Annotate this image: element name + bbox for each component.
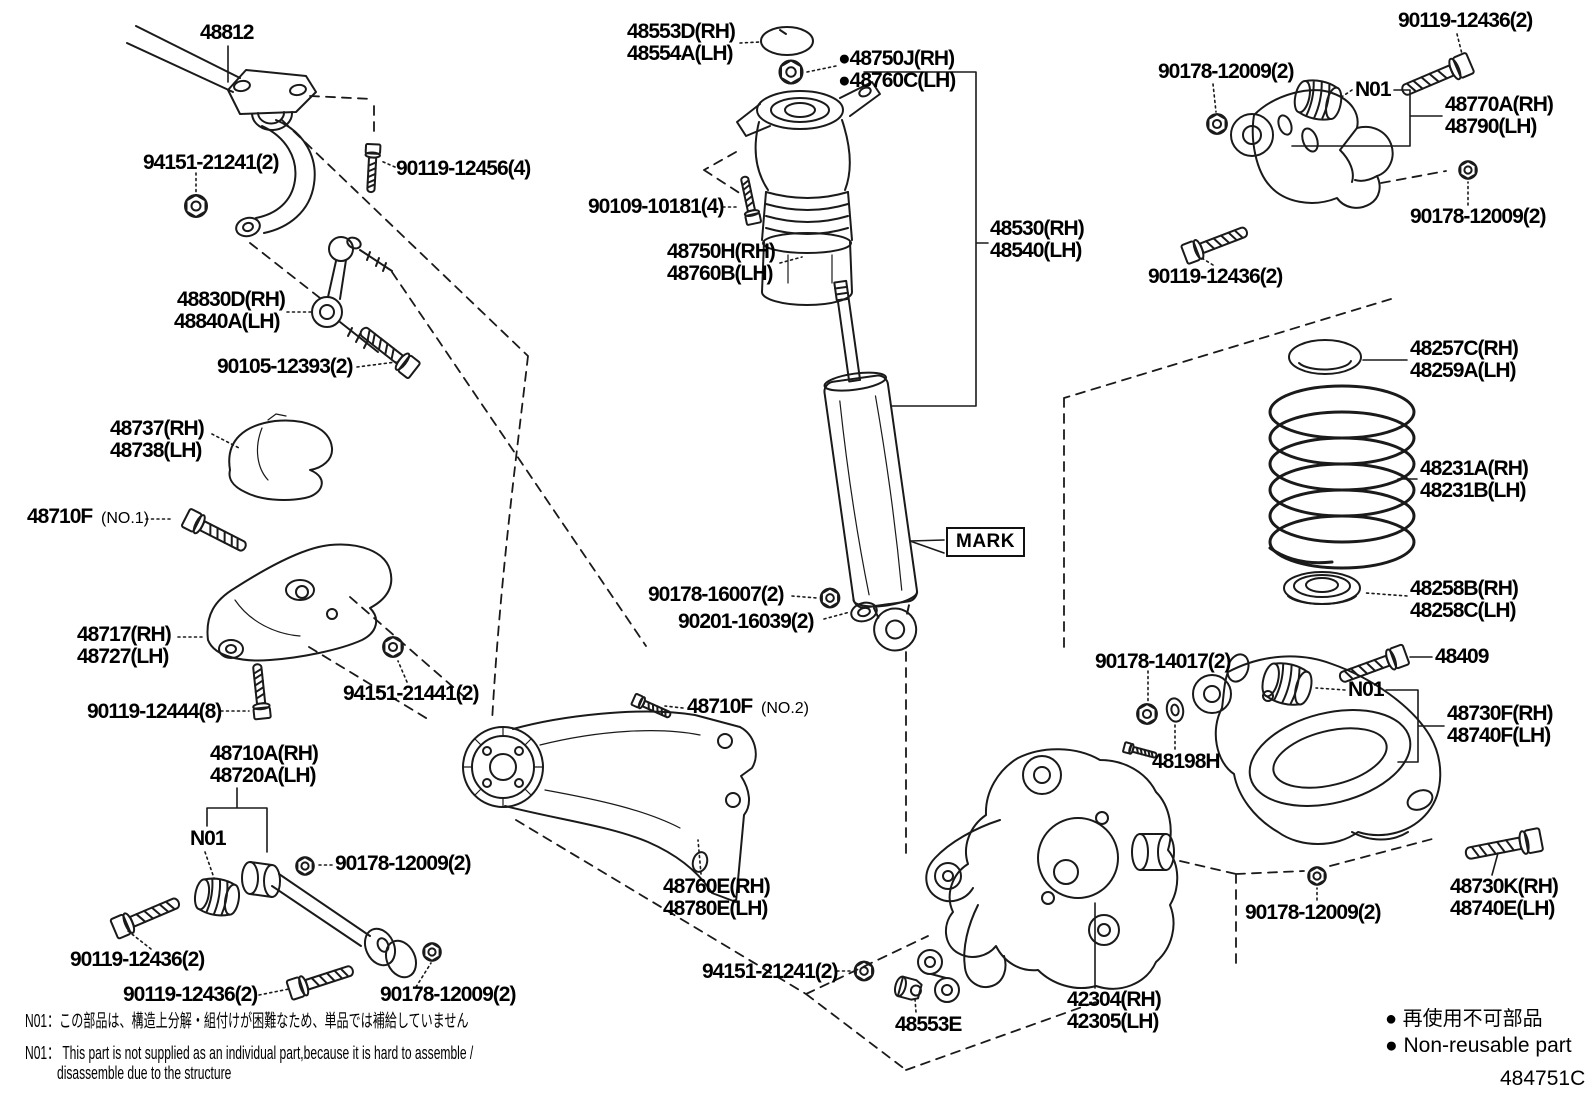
label-48554a-lh: 48554A(LH) (627, 42, 734, 65)
strut-support (736, 81, 881, 306)
label-48553e: 48553E (895, 1013, 962, 1036)
stabilizer-bar (126, 25, 317, 238)
label-90178-16007: 90178-16007(2) (648, 583, 784, 606)
label-90178-12009-b: 90178-12009(2) (380, 983, 516, 1006)
label-94151-21241-a: 94151-21241(2) (143, 151, 279, 174)
label-48720a-lh: 48720A(LH) (210, 764, 317, 787)
label-48710f-no1: 48710F (27, 505, 93, 528)
label-48760e-rh: 48760E(RH) (663, 875, 771, 898)
label-48840a-lh: 48840A(LH) (174, 310, 281, 333)
label-48198h: 48198H (1152, 750, 1221, 773)
label-90178-12009-e: 90178-12009(2) (1245, 901, 1381, 924)
label-48738-lh: 48738(LH) (110, 439, 202, 462)
label-48710f-no1-sub: (NO.1) (101, 510, 149, 527)
label-48710f-no2-sub: (NO.2) (761, 700, 809, 717)
legend-non-reusable-ja: ● 再使用不可部品 (1385, 1008, 1543, 1030)
label-48790-lh: 48790(LH) (1445, 115, 1537, 138)
label-48750h-rh: 48750H(RH) (667, 240, 776, 263)
coil-spring (1268, 384, 1416, 570)
grommet-48553e (893, 975, 923, 1001)
label-48727-lh: 48727(LH) (77, 645, 169, 668)
label-90178-12009-c: 90178-12009(2) (1158, 60, 1294, 83)
label-48231a-rh: 48231A(RH) (1420, 457, 1529, 480)
strut-cap (760, 26, 814, 56)
label-90109-10181: 90109-10181(4) (588, 195, 724, 218)
arm-cover (228, 413, 334, 501)
label-n01-a: N01 (190, 827, 227, 850)
trailing-arm (462, 710, 757, 903)
label-48717-rh: 48717(RH) (77, 623, 172, 646)
label-48740f-lh: 48740F(LH) (1447, 724, 1551, 747)
label-48409: 48409 (1435, 645, 1489, 668)
label-48553d-rh: 48553D(RH) (627, 20, 736, 43)
label-48737-rh: 48737(RH) (110, 417, 205, 440)
label-48710a-rh: 48710A(RH) (210, 742, 319, 765)
label-90119-12436-d: 90119-12436(2) (1148, 265, 1283, 288)
label-48258c-lh: 48258C(LH) (1410, 599, 1517, 622)
leader-lines-dotted (127, 33, 1469, 1013)
label-90105-12393: 90105-12393(2) (217, 355, 353, 378)
note-n01-ja: N01：この部品は、構造上分解・組付けが困難なため、単品では補給していません (25, 1011, 469, 1031)
assembly-dashed-lines (249, 95, 1447, 1071)
label-48257c-rh: 48257C(RH) (1410, 337, 1519, 360)
label-48740e-lh: 48740E(LH) (1450, 897, 1555, 920)
label-48830d-rh: 48830D(RH) (177, 288, 286, 311)
label-48760c-lh: ●48760C(LH) (838, 69, 956, 92)
label-90119-12456: 90119-12456(4) (396, 157, 531, 180)
label-48750j-rh: ●48750J(RH) (838, 47, 955, 70)
label-48730k-rh: 48730K(RH) (1450, 875, 1559, 898)
label-48259a-lh: 48259A(LH) (1410, 359, 1517, 382)
label-48710f-no2: 48710F (687, 695, 753, 718)
label-90178-12009-d: 90178-12009(2) (1410, 205, 1546, 228)
label-90178-12009-a: 90178-12009(2) (335, 852, 471, 875)
shock-absorber (823, 279, 919, 652)
label-48530-rh: 48530(RH) (990, 217, 1085, 240)
label-90119-12436-b: 90119-12436(2) (123, 983, 258, 1006)
legend-non-reusable-en: ● Non-reusable part (1385, 1034, 1572, 1057)
arm-bracket (206, 543, 393, 662)
spring-lower-seat (1283, 571, 1361, 606)
label-90178-14017: 90178-14017(2) (1095, 650, 1231, 673)
label-90119-12436-c: 90119-12436(2) (1398, 9, 1533, 32)
label-42305-lh: 42305(LH) (1067, 1010, 1159, 1033)
toe-adjust-rod (241, 861, 418, 979)
label-mark: MARK (946, 527, 1025, 558)
label-90201-16039: 90201-16039(2) (678, 610, 814, 633)
label-48760b-lh: 48760B(LH) (667, 262, 774, 285)
label-94151-21241-b: 94151-21241(2) (702, 960, 838, 983)
label-48770a-rh: 48770A(RH) (1445, 93, 1554, 116)
label-42304-rh: 42304(RH) (1067, 988, 1162, 1011)
lower-control-arm (1192, 653, 1442, 845)
label-90119-12436-a: 90119-12436(2) (70, 948, 205, 971)
label-n01-b: N01 (1355, 78, 1392, 101)
label-48540-lh: 48540(LH) (990, 239, 1082, 262)
upper-control-arm (1230, 89, 1394, 209)
knuckle (917, 741, 1179, 1003)
label-48730f-rh: 48730F(RH) (1447, 702, 1554, 725)
label-94151-21441: 94151-21441(2) (343, 682, 479, 705)
note-n01-en-1: N01： This part is not supplied as an ind… (25, 1043, 474, 1063)
label-48258b-rh: 48258B(RH) (1410, 577, 1519, 600)
stabilizer-link (311, 236, 393, 353)
label-90119-12444: 90119-12444(8) (87, 700, 222, 723)
label-48812: 48812 (200, 21, 254, 44)
label-48780e-lh: 48780E(LH) (663, 897, 768, 920)
spring-upper-seat (1288, 339, 1362, 375)
label-48231b-lh: 48231B(LH) (1420, 479, 1527, 502)
drawing-code: 484751C (1500, 1067, 1586, 1090)
label-n01-c: N01 (1348, 678, 1385, 701)
note-n01-en-2: disassemble due to the structure (57, 1063, 232, 1083)
leader-lines-solid (206, 45, 1499, 989)
